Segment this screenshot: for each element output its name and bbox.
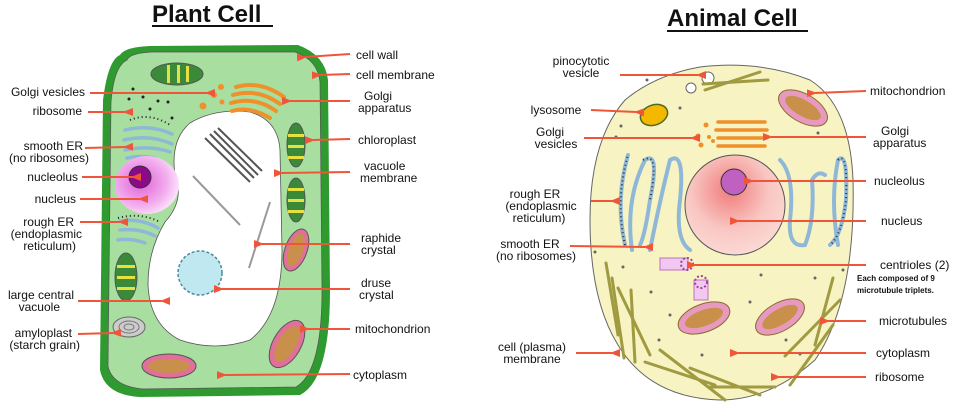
label-smooth-er-1: smooth ER xyxy=(24,139,84,153)
arrow-cytoplasm xyxy=(216,371,351,380)
arrow-cell-membrane xyxy=(311,71,351,80)
animal-cell-title: Animal Cell xyxy=(667,5,798,32)
label-golgi-apparatus-1: Golgi xyxy=(881,124,909,138)
golgi-vesicles-icon xyxy=(695,122,715,148)
mitochondrion-icon xyxy=(282,228,310,272)
plant-cell: Plant Cell xyxy=(8,1,435,397)
plant-arrows xyxy=(77,53,351,380)
label-pinocytotic-vesicle-2: vesicle xyxy=(563,66,600,80)
label-vacuole-membrane-2: membrane xyxy=(360,171,418,185)
mitochondrion-icon xyxy=(755,298,805,336)
chloroplast-icon xyxy=(150,62,204,86)
label-cell-membrane-2: membrane xyxy=(503,352,561,366)
label-ribosome: ribosome xyxy=(875,370,925,384)
label-centriole-note-1: Each composed of 9 xyxy=(857,274,935,283)
label-rough-er-2: (endoplasmic xyxy=(11,227,82,241)
plant-cell-title: Plant Cell xyxy=(152,1,261,28)
label-amyloplast-1: amyloplast xyxy=(15,326,73,340)
label-nucleus: nucleus xyxy=(35,192,76,206)
label-mitochondrion: mitochondrion xyxy=(355,322,430,336)
label-amyloplast-2: (starch grain) xyxy=(9,338,80,352)
smooth-er-icon xyxy=(648,156,827,252)
er-ribosome-dots xyxy=(829,157,848,246)
arrow-smooth-er xyxy=(84,142,134,151)
label-golgi-apparatus-2: apparatus xyxy=(873,136,926,150)
label-ribosome: ribosome xyxy=(33,104,83,118)
plant-labels-left: Golgi vesicles ribosome smooth ER (no ri… xyxy=(8,85,89,352)
label-golgi-apparatus-1: Golgi xyxy=(364,89,392,103)
label-lysosome: lysosome xyxy=(531,103,582,117)
arrow-smooth-er xyxy=(569,243,654,252)
label-pinocytotic-vesicle-1: pinocytotic xyxy=(553,54,610,68)
mitochondrion-icon xyxy=(778,89,828,127)
plant-vacuole xyxy=(147,110,283,347)
microtubules-icon xyxy=(604,70,842,402)
label-cytoplasm: cytoplasm xyxy=(876,346,930,360)
animal-labels-left: pinocytotic vesicle lysosome Golgi vesic… xyxy=(496,54,609,366)
label-golgi-vesicles-1: Golgi xyxy=(536,125,564,139)
label-cell-membrane-1: cell (plasma) xyxy=(498,340,566,354)
label-rough-er-3: reticulum) xyxy=(513,211,566,225)
label-large-central-vacuole-2: vacuole xyxy=(19,300,61,314)
label-rough-er-2: (endoplasmic xyxy=(505,199,576,213)
druse-crystal-icon xyxy=(177,250,223,296)
label-raphide-crystal-2: crystal xyxy=(361,243,396,257)
chloroplast-icon xyxy=(114,252,138,302)
animal-arrows xyxy=(569,71,867,381)
golgi-apparatus-icon xyxy=(714,120,769,148)
mitochondrion-icon xyxy=(141,353,197,379)
lysosome-icon xyxy=(639,103,669,127)
label-nucleolus: nucleolus xyxy=(27,170,78,184)
mitochondrion-icon xyxy=(677,301,731,335)
amyloplast-icon xyxy=(112,316,146,338)
pinocytotic-vesicle-icon xyxy=(685,82,697,94)
label-mitochondrion: mitochondrion xyxy=(870,84,945,98)
label-nucleolus: nucleolus xyxy=(874,174,925,188)
golgi-apparatus-icon xyxy=(229,83,286,120)
arrow-cell-wall xyxy=(296,53,351,62)
arrow-vacuole-membrane xyxy=(273,169,351,178)
animal-cell: Animal Cell xyxy=(496,5,949,402)
label-smooth-er-2: (no ribosomes) xyxy=(496,249,576,263)
label-cell-membrane: cell membrane xyxy=(356,68,435,82)
mitochondrion-icon xyxy=(268,319,306,369)
chloroplast-icon xyxy=(286,177,306,223)
label-nucleus: nucleus xyxy=(881,214,922,228)
arrow-mitochondrion xyxy=(806,89,867,98)
label-golgi-vesicles: Golgi vesicles xyxy=(11,85,85,99)
label-rough-er-1: rough ER xyxy=(23,215,74,229)
label-microtubules: microtubules xyxy=(879,314,947,328)
label-smooth-er-2: (no ribosomes) xyxy=(9,151,89,165)
arrow-amyloplast xyxy=(77,328,122,337)
label-cytoplasm: cytoplasm xyxy=(353,368,407,382)
label-raphide-crystal-1: raphide xyxy=(361,231,401,245)
label-centrioles: centrioles (2) xyxy=(880,258,949,272)
label-centriole-note-2: microtubule triplets. xyxy=(857,286,934,295)
chloroplast-icon xyxy=(286,122,306,168)
label-rough-er-1: rough ER xyxy=(510,187,561,201)
label-rough-er-3: reticulum) xyxy=(23,239,76,253)
label-smooth-er-1: smooth ER xyxy=(500,237,560,251)
arrow-chloroplast xyxy=(304,136,351,145)
rough-er-icon xyxy=(618,153,849,252)
raphide-crystal-icon xyxy=(192,127,271,269)
animal-nucleolus-icon xyxy=(720,168,748,196)
plant-labels-right: cell wall cell membrane Golgi apparatus … xyxy=(353,48,435,382)
animal-labels-right: mitochondrion Golgi apparatus nucleolus … xyxy=(857,84,949,384)
label-druse-crystal-1: druse xyxy=(361,276,391,290)
label-druse-crystal-2: crystal xyxy=(359,288,394,302)
er-ribosome-dots xyxy=(129,115,171,126)
label-golgi-apparatus-2: apparatus xyxy=(358,101,411,115)
label-large-central-vacuole-1: large central xyxy=(8,288,74,302)
label-chloroplast: chloroplast xyxy=(358,133,417,147)
label-cell-wall: cell wall xyxy=(356,48,398,62)
label-golgi-vesicles-2: vesicles xyxy=(535,137,578,151)
label-vacuole-membrane-1: vacuole xyxy=(364,159,406,173)
arrow-lysosome xyxy=(590,108,645,117)
